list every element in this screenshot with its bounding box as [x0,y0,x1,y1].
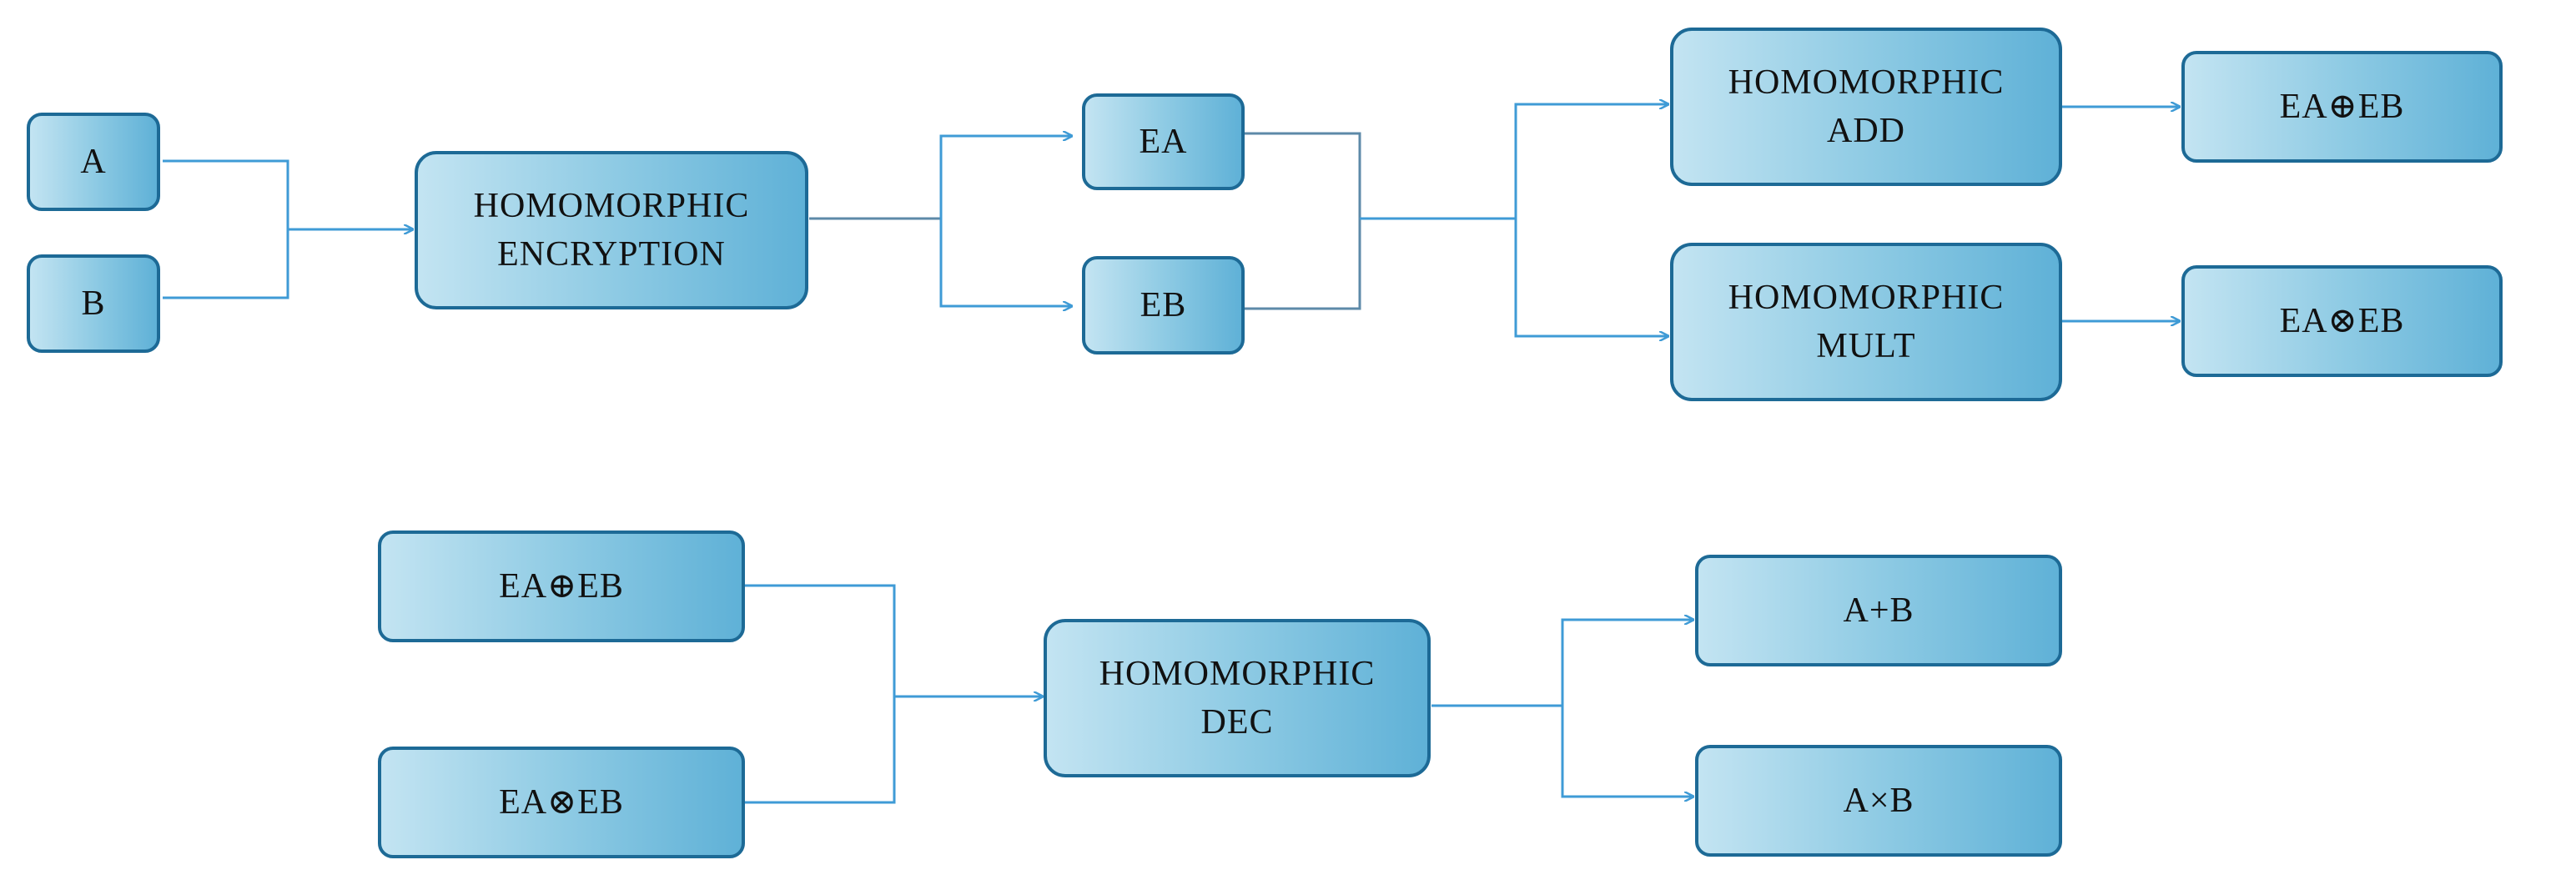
node-ea-add-eb-top-label: EA⊕EB [2279,88,2405,126]
edge-b-to-merge [163,229,289,299]
edge-op-split-to-mult [1514,219,1668,336]
node-ea-mult-eb-top-label: EA⊗EB [2279,302,2405,340]
node-b-label: B [81,284,106,323]
edge-split-to-eb [939,219,1072,306]
node-a: A [27,113,160,211]
node-sum-label: A+B [1843,591,1914,630]
node-ea-add-eb-bottom: EA⊕EB [378,530,745,642]
node-a-label: A [80,143,107,181]
node-homomorphic-encryption-label: HOMOMORPHIC ENCRYPTION [473,187,750,274]
edge-split-to-sum [1561,620,1693,706]
node-homomorphic-encryption: HOMOMORPHIC ENCRYPTION [415,151,808,309]
node-homomorphic-add-label: HOMOMORPHIC ADD [1728,63,2005,150]
node-product: A×B [1695,745,2062,857]
node-homomorphic-mult: HOMOMORPHIC MULT [1670,243,2062,401]
node-eb: EB [1082,256,1245,355]
node-ea-mult-eb-bottom: EA⊗EB [378,747,745,858]
edge-ea-to-merge [1245,132,1361,219]
edge-eb-to-merge [1245,219,1361,310]
node-homomorphic-dec: HOMOMORPHIC DEC [1044,619,1431,777]
edge-split-to-ea [939,136,1072,219]
node-homomorphic-dec-label: HOMOMORPHIC DEC [1099,655,1376,742]
node-product-label: A×B [1843,782,1914,820]
edge-split-to-product [1561,706,1693,797]
node-ea-add-eb-top: EA⊕EB [2181,51,2503,163]
node-ea-mult-eb-bottom-label: EA⊗EB [499,783,624,822]
node-b: B [27,254,160,353]
node-homomorphic-mult-label: HOMOMORPHIC MULT [1728,279,2005,365]
node-eb-label: EB [1140,286,1187,324]
edge-op-split-to-add [1514,104,1668,219]
node-homomorphic-add: HOMOMORPHIC ADD [1670,28,2062,186]
edge-add-input-to-merge [745,584,896,696]
node-ea-add-eb-bottom-label: EA⊕EB [499,567,624,606]
node-ea-label: EA [1139,123,1188,161]
edge-mult-input-to-merge [745,696,896,804]
edge-a-to-merge [163,159,289,229]
node-ea-mult-eb-top: EA⊗EB [2181,265,2503,377]
node-ea: EA [1082,93,1245,190]
node-sum: A+B [1695,555,2062,666]
